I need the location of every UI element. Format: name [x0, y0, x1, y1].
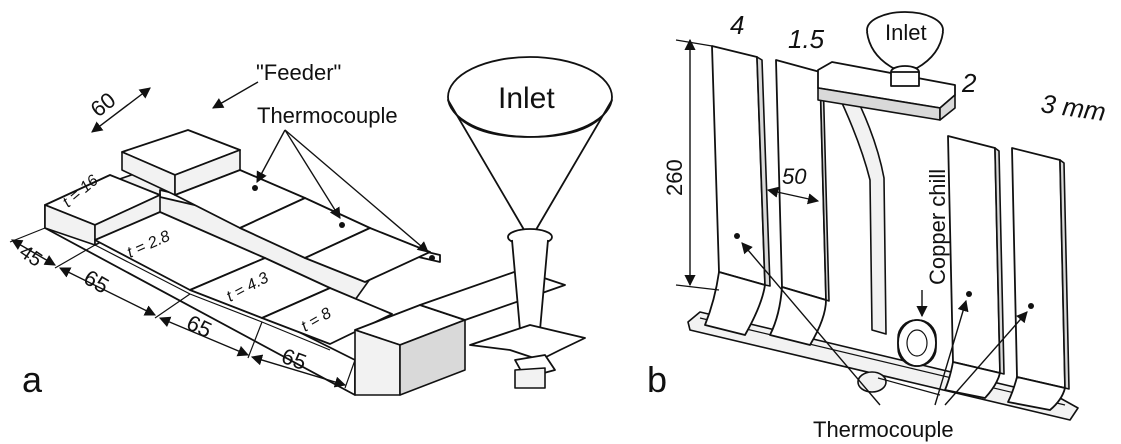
panel-b: 260 50 4 1.5 2 3 mm Inlet Copper chill T… — [647, 10, 1108, 442]
thermocouple-leaders — [256, 129, 429, 253]
plate-2mm — [944, 135, 1005, 399]
inlet-label-b: Inlet — [885, 20, 927, 45]
thermocouple-point-1 — [252, 185, 258, 191]
feeder-leader — [212, 81, 259, 109]
panel-a-letter: a — [22, 359, 43, 400]
dim-bottom-chain — [9, 227, 356, 389]
plate-1-5-label: 1.5 — [788, 24, 825, 54]
dim-260: 260 — [662, 38, 720, 291]
thermocouple-point-b2 — [966, 291, 972, 297]
plate-4-label: 4 — [730, 10, 744, 40]
thermocouple-point-b1 — [734, 233, 740, 239]
dim-65-label-1: 65 — [80, 265, 114, 299]
panel-a: 60 45 65 65 65 t = 16 t = 2.8 t = 4.3 t … — [9, 56, 613, 400]
copper-chill — [857, 319, 941, 396]
plate-2-label: 2 — [961, 68, 977, 98]
thermocouple-point-3 — [429, 255, 435, 261]
thermocouple-label-b: Thermocouple — [813, 417, 954, 442]
panel-b-letter: b — [647, 359, 667, 400]
feeder-label: "Feeder" — [256, 60, 341, 85]
step-plates — [94, 211, 393, 351]
pouring-funnel — [447, 56, 613, 389]
dim-260-label: 260 — [662, 159, 687, 196]
plate-3mm — [1007, 147, 1070, 411]
sprue-system — [817, 11, 956, 335]
dim-60: 60 — [86, 87, 151, 133]
dim-45-label: 45 — [15, 241, 46, 272]
copper-chill-label: Copper chill — [925, 169, 950, 285]
dim-60-label: 60 — [86, 87, 121, 122]
inlet-label-a: Inlet — [498, 82, 555, 115]
plate-1-5mm — [769, 59, 830, 346]
dim-50-label: 50 — [782, 164, 807, 189]
thermocouple-leaders-b — [741, 242, 1028, 406]
plate-3-label: 3 mm — [1039, 88, 1108, 127]
thermocouple-label-a: Thermocouple — [257, 103, 398, 128]
plate-4mm — [704, 45, 771, 336]
thermocouple-point-b3 — [1028, 303, 1034, 309]
dim-50: 50 — [766, 164, 820, 205]
thermocouple-point-2 — [339, 222, 345, 228]
